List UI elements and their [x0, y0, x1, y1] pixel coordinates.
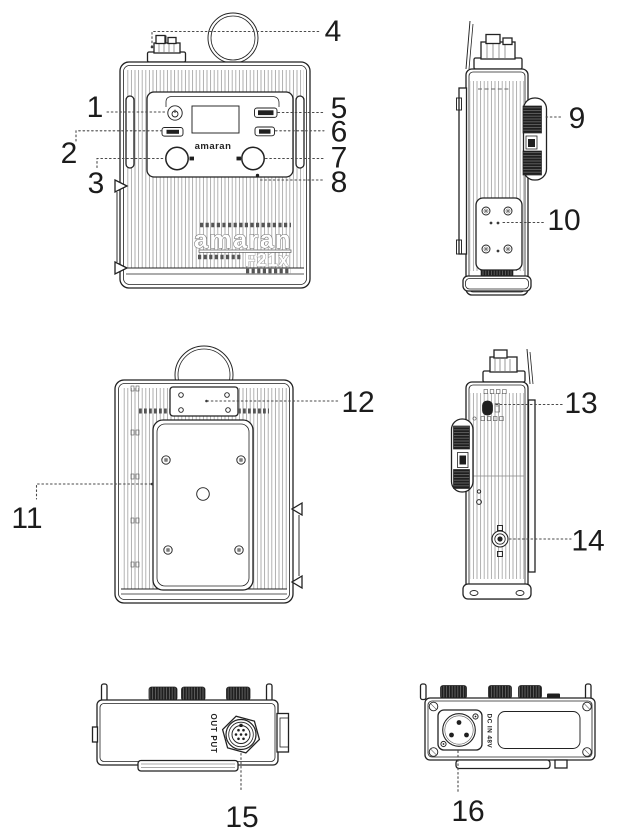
- panel-logo: amaran: [195, 141, 232, 152]
- connector-ribs-upper: [522, 105, 542, 134]
- handle-edge-left: [526, 348, 534, 385]
- corner-screw: [428, 701, 439, 712]
- top-right-button: [254, 107, 278, 118]
- callout-10: 10: [547, 204, 580, 237]
- dc-input-label: DC IN 48V: [486, 714, 493, 749]
- connector-ribs-lower: [522, 150, 542, 176]
- corner-screw: [582, 701, 592, 712]
- left-side-view: [450, 348, 536, 600]
- bottom-skid-dc: [455, 759, 568, 770]
- corner-screw: [582, 747, 592, 757]
- menu-button: [161, 127, 184, 137]
- callout-8: 8: [331, 166, 348, 199]
- handle-end: [584, 683, 592, 701]
- callout-4-leader: [151, 30, 320, 48]
- usb-c-port: [482, 400, 500, 416]
- callout-2-leader: [75, 130, 162, 142]
- power-button: [167, 105, 183, 121]
- plate-screw: [481, 206, 491, 216]
- handle-edge: [465, 20, 474, 70]
- left-heatsink-fins: [470, 393, 524, 579]
- callout-3: 3: [88, 167, 105, 200]
- callout-9: 9: [569, 102, 586, 135]
- locating-hole: [489, 221, 493, 225]
- side-mounting-plate: [475, 197, 523, 271]
- corner-screw: [428, 747, 439, 757]
- right-side-slot: [295, 95, 305, 169]
- handle-end: [100, 683, 108, 702]
- right-clip-bracket: [290, 501, 303, 590]
- fin-marks: [130, 385, 140, 568]
- vent-holes: [472, 389, 507, 421]
- top-knobs: [148, 686, 251, 701]
- carry-handle: [207, 12, 259, 64]
- handle-end: [265, 683, 273, 702]
- front-view: amaran amaran F21x: [114, 12, 311, 289]
- callout-1: 1: [87, 91, 104, 124]
- locating-hole: [496, 249, 500, 253]
- center-mount-hole: [196, 487, 210, 501]
- battery-mounting-plate: [152, 419, 254, 591]
- top-mount-adapter-left: [482, 349, 526, 383]
- plate-screw: [163, 545, 173, 555]
- top-mount-adapter: [146, 34, 187, 63]
- output-connector-far-side: [450, 418, 474, 493]
- callout-4: 4: [325, 15, 342, 48]
- callout-13: 13: [564, 387, 597, 420]
- output-label: OUT PUT: [209, 714, 218, 754]
- locating-hole: [496, 221, 500, 225]
- plate-screw: [236, 455, 246, 465]
- top-mount-adapter-side: [473, 33, 523, 70]
- label-recess: [497, 711, 581, 749]
- mid-right-button: [254, 126, 275, 137]
- small-hole: [476, 489, 482, 494]
- display-screen: [191, 105, 240, 134]
- plate-screw: [481, 244, 491, 254]
- body-branding: amaran F21x: [194, 222, 292, 274]
- callout-leaders: [35, 30, 572, 793]
- callout-12: 12: [341, 386, 374, 419]
- plate-screw: [234, 545, 244, 555]
- output-connector: [221, 715, 261, 754]
- plate-screw: [503, 206, 513, 216]
- bottom-body: [91, 699, 290, 766]
- plate-screw: [503, 244, 513, 254]
- callout-5: 5: [331, 92, 348, 125]
- back-view: [114, 345, 303, 604]
- callout-16: 16: [451, 795, 484, 828]
- model-label: F21x: [244, 250, 289, 270]
- callout-11-leader: [35, 483, 152, 500]
- side-bracket: [276, 712, 290, 753]
- callout-2: 2: [61, 137, 78, 170]
- callout-7: 7: [331, 141, 348, 174]
- bottom-view-dc: DC IN 48V: [419, 683, 596, 770]
- top-knobs: [440, 685, 560, 699]
- callout-11: 11: [11, 502, 42, 535]
- right-control-knob: [236, 146, 265, 171]
- bottom-skid: [137, 759, 239, 772]
- left-side-slot: [125, 95, 135, 169]
- small-hole: [476, 499, 482, 505]
- output-connector-side: [522, 97, 548, 181]
- edge-plate: [458, 87, 468, 255]
- callout-numbers: 1 2 3 4 5 6 7 8 9 10 11 12 13 14 15 16: [11, 15, 604, 834]
- left-control-knob: [165, 146, 194, 171]
- edge-plate-left: [527, 399, 536, 573]
- callout-15: 15: [225, 801, 258, 834]
- right-side-view: [456, 20, 548, 296]
- callout-6: 6: [331, 115, 348, 148]
- callout-3-leader: [96, 157, 166, 169]
- callout-14: 14: [571, 524, 604, 557]
- plate-screw: [161, 455, 171, 465]
- control-panel: amaran: [146, 91, 294, 178]
- handle-end: [419, 683, 427, 701]
- dc-input-connector: [437, 709, 483, 751]
- quarter-inch-socket: [491, 525, 509, 557]
- left-clip-bracket: [114, 178, 129, 276]
- status-indicator-dot: [255, 173, 260, 178]
- bottom-view-output: OUT PUT: [91, 683, 290, 772]
- left-body: [462, 381, 536, 600]
